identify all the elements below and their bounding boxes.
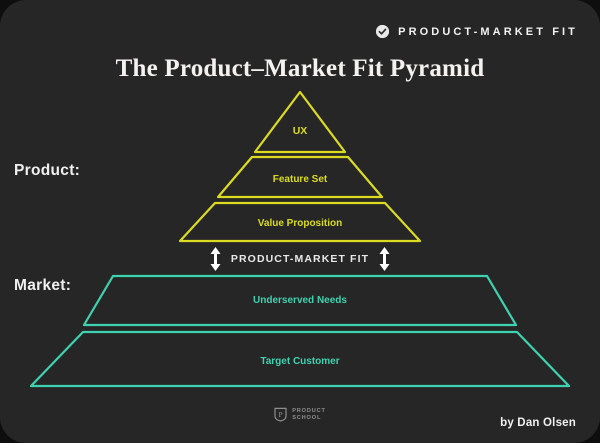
product-school-shield-icon: P — [274, 407, 287, 422]
svg-text:P: P — [279, 410, 283, 419]
product-school-wordmark: PRODUCT SCHOOL — [292, 408, 326, 421]
byline: by Dan Olsen — [500, 417, 576, 429]
pyramid-layer-value-proposition[interactable]: Value Proposition — [178, 201, 422, 243]
side-label-market: Market: — [14, 277, 72, 294]
double-arrow-vertical-icon-left — [210, 247, 221, 271]
double-arrow-vertical-icon-right — [379, 247, 390, 271]
page-title: The Product–Market Fit Pyramid — [115, 55, 485, 82]
product-market-fit-divider: PRODUCT-MARKET FIT — [0, 247, 600, 271]
product-school-logo: P PRODUCT SCHOOL — [0, 407, 600, 422]
pyramid-layer-feature-set[interactable]: Feature Set — [216, 155, 384, 199]
brand-label: PRODUCT-MARKET FIT — [398, 25, 578, 38]
layer-shape-target-customer — [29, 330, 571, 388]
layer-shape-underserved-needs — [82, 274, 518, 327]
pyramid-layer-ux[interactable]: UX — [253, 90, 347, 154]
layer-shape-feature-set — [216, 155, 384, 199]
product-market-fit-label: PRODUCT-MARKET FIT — [230, 253, 370, 265]
layer-label-value-proposition: Value Proposition — [258, 218, 342, 229]
layer-label-ux: UX — [293, 125, 308, 137]
logo-line-2: SCHOOL — [292, 414, 322, 421]
logo-line-1: PRODUCT — [292, 408, 326, 415]
check-circle-icon — [376, 25, 390, 38]
layer-label-underserved-needs: Underserved Needs — [253, 295, 347, 306]
layer-shape-ux — [253, 90, 347, 154]
layer-label-target-customer: Target Customer — [260, 356, 339, 367]
side-label-product: Product: — [14, 162, 81, 179]
pyramid-layer-target-customer[interactable]: Target Customer — [29, 330, 571, 388]
brand-header: PRODUCT-MARKET FIT — [376, 25, 578, 38]
layer-shape-value-proposition — [178, 201, 422, 243]
pyramid-layer-underserved-needs[interactable]: Underserved Needs — [82, 274, 518, 327]
layer-label-feature-set: Feature Set — [273, 174, 328, 185]
